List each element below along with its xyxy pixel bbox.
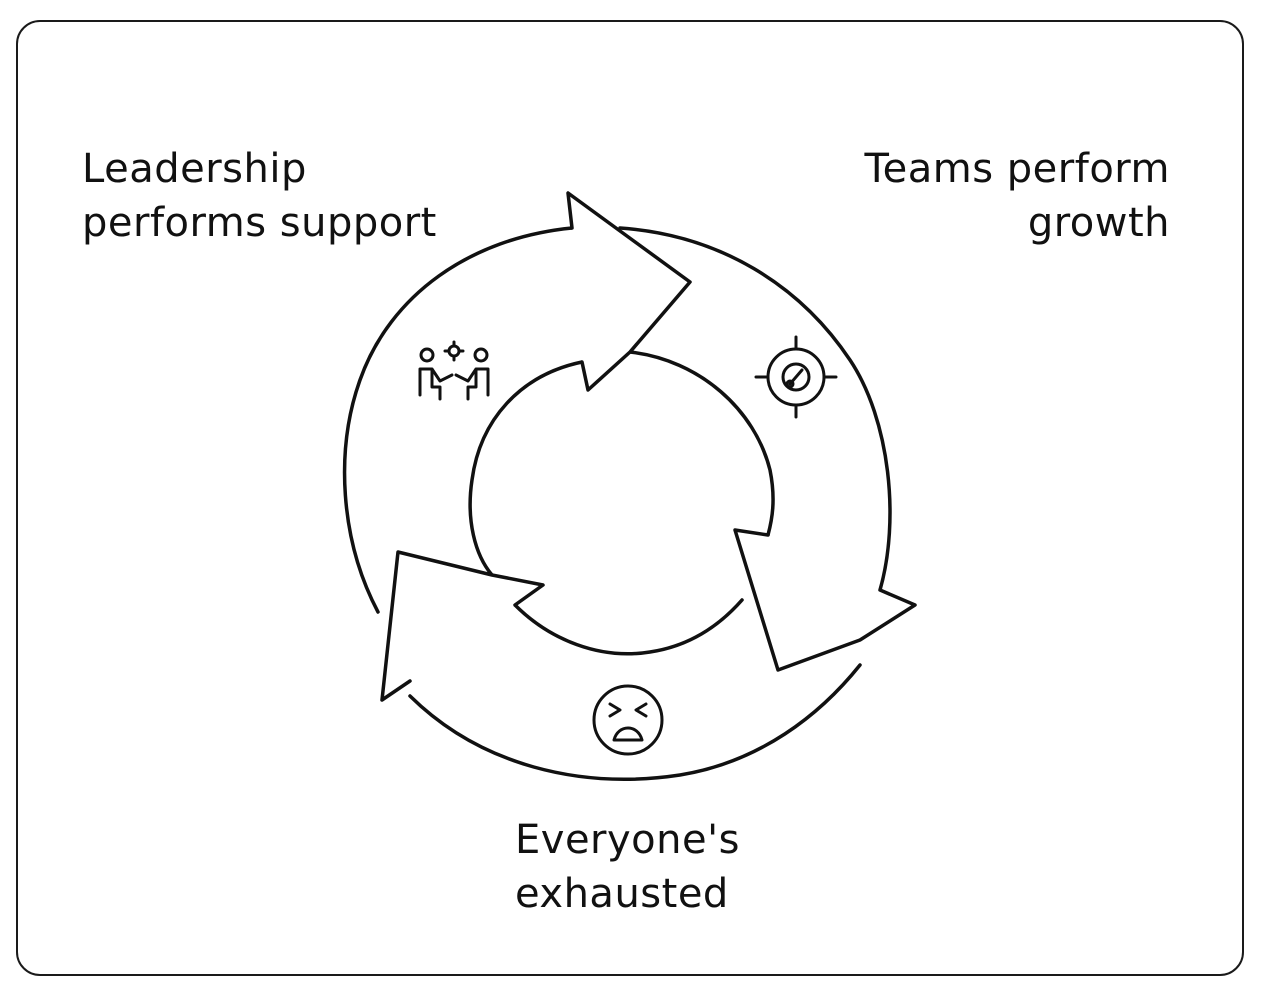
ring-inner-edge [468,360,584,577]
label-leadership-line-1: Leadership [82,146,307,192]
ring-outer-edge [342,226,574,614]
label-everyone-line-1: Everyone's [515,817,740,863]
ring-outer-edge-bottom [408,663,862,781]
label-everyone-exhausted: Everyone's exhausted [515,813,740,921]
ring-inner-edge-right [628,350,775,537]
label-everyone-line-2: exhausted [515,871,729,917]
ring-inner-edge-bottom [513,598,744,656]
target-gauge-icon [754,335,838,419]
label-leadership-performs-support: Leadership performs support [82,142,437,250]
cycle-arrow-right [733,528,917,672]
team-support-icon [418,340,490,401]
diagram-frame [16,20,1244,976]
label-teams-perform-growth: Teams perform growth [865,142,1170,250]
exhausted-face-icon [592,684,664,756]
label-teams-line-1: Teams perform [864,146,1170,192]
cycle-arrow-left [380,550,545,702]
label-teams-line-2: growth [1027,200,1170,246]
label-leadership-line-2: performs support [82,200,437,246]
cycle-arrow-top [566,191,692,392]
ring-outer-edge-right [618,226,892,592]
